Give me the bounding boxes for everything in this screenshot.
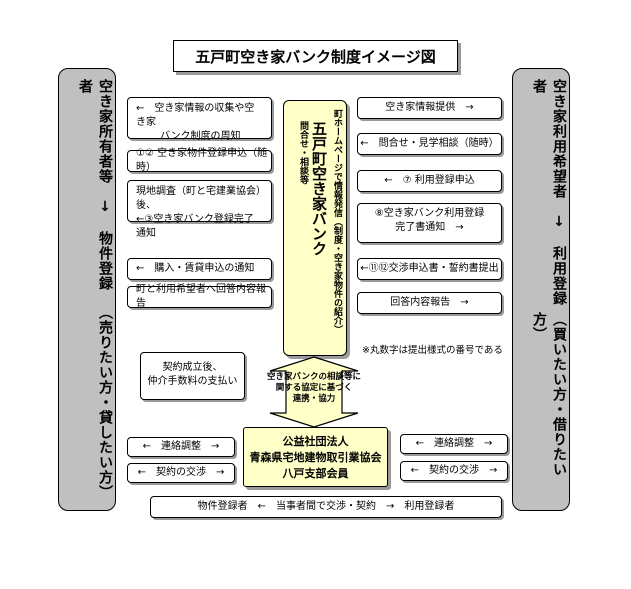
agreement-line1: 空き家バンクの相談等に xyxy=(267,372,361,382)
right-box-complete: ⑧空き家バンク利用登録 完了書通知 → xyxy=(357,203,502,243)
user-panel-subtitle: （買いたい方・借りたい方） xyxy=(531,312,567,478)
right-box-liaison-text: ← 連絡調整 → xyxy=(415,438,493,449)
page-title-text: 五戸町空き家バンク制度イメージ図 xyxy=(195,47,436,66)
bottom-negotiation-text: 物件登録者 ← 当事者間で交渉・契約 → 利用登録者 xyxy=(197,501,455,512)
association-line2: 青森県宅地建物取引業協会 xyxy=(249,451,382,464)
contract-fee-box: 契約成立後、 仲介手数料の支払い xyxy=(140,352,245,400)
bank-info-text: 町ホームページで情報発信（制度・空き家物件の紹介） xyxy=(332,109,342,334)
left-box-survey: 現地調査（町と宅建業協会）後、 ←③空き家バンク登録完了通知 xyxy=(127,180,272,239)
right-box-complete-line1: ⑧空き家バンク利用登録 xyxy=(374,208,485,219)
left-box-notice-line2: バンク制度の周知 xyxy=(160,131,241,142)
association-line3: 八戸支部会員 xyxy=(282,467,349,480)
owner-panel-subtitle: （売りたい方・貸したい方） xyxy=(97,305,113,501)
owner-panel-title: 空き家所有者等 ↓ 物件登録者 xyxy=(77,79,113,291)
left-box-contract-negotiation-text: ← 契約の交渉 → xyxy=(137,467,225,478)
contract-fee-line1: 契約成立後、 xyxy=(162,362,223,373)
right-box-info-text: 空き家情報提供 → xyxy=(385,102,474,113)
bank-description: 町ホームページで情報発信（制度・空き家物件の紹介） xyxy=(331,109,342,334)
footnote: ※丸数字は提出様式の番号である xyxy=(362,342,503,356)
left-box-purchase-notice-text: ← 購入・賃貸申込の通知 xyxy=(136,263,255,274)
left-box-survey-line2: ←③空き家バンク登録完了通知 xyxy=(136,214,254,239)
right-box-contract-negotiation: ← 契約の交渉 → xyxy=(400,461,508,481)
realtor-association-box: 公益社団法人 青森県宅地建物取引業協会 八戸支部会員 xyxy=(243,427,388,487)
bank-consult-text: 問合せ・相談等 xyxy=(298,121,308,184)
agreement-line3: 連携・協力 xyxy=(292,394,336,404)
left-box-liaison-text: ← 連絡調整 → xyxy=(142,441,220,452)
bank-name-text: 五戸町空き家バンク xyxy=(310,121,328,256)
left-box-survey-line1: 現地調査（町と宅建業協会）後、 xyxy=(136,186,261,211)
right-box-contract-negotiation-text: ← 契約の交渉 → xyxy=(410,465,498,476)
left-box-notice-line1: ← 空き家情報の収集や空き家 xyxy=(136,103,255,128)
bank-consult: 問合せ・相談等 xyxy=(297,121,308,184)
right-box-user-apply-text: ← ⑦ 利用登録申込 xyxy=(384,175,475,186)
right-box-inquiry: ← 問合せ・見学相談（随時） xyxy=(357,133,502,155)
agreement-text: 空き家バンクの相談等に 関する協定に基づく 連携・協力 xyxy=(256,372,372,405)
left-box-contract-negotiation: ← 契約の交渉 → xyxy=(127,463,235,483)
bottom-negotiation-bar: 物件登録者 ← 当事者間で交渉・契約 → 利用登録者 xyxy=(150,496,502,518)
left-box-register-apply: ①② 空き家物件登録申込（随時） xyxy=(127,148,272,173)
right-box-complete-line2: 完了書通知 → xyxy=(395,222,464,233)
association-line1: 公益社団法人 xyxy=(282,435,349,448)
left-box-register-apply-text: ①② 空き家物件登録申込（随時） xyxy=(136,148,268,173)
left-box-purchase-notice: ← 購入・賃貸申込の通知 xyxy=(127,258,272,280)
page-title: 五戸町空き家バンク制度イメージ図 xyxy=(173,40,458,72)
user-panel-title: 空き家利用希望者 ↓ 利用登録者 xyxy=(531,79,567,306)
left-box-report-text: 町と利用希望者へ回答内容報告 xyxy=(136,284,266,309)
right-box-report: 回答内容報告 → xyxy=(357,292,502,314)
right-box-negotiation: ←⑪⑫交渉申込書・誓約書提出 xyxy=(357,258,502,280)
right-box-negotiation-text: ←⑪⑫交渉申込書・誓約書提出 xyxy=(360,263,499,274)
owner-panel: 空き家所有者等 ↓ 物件登録者 （売りたい方・貸したい方） xyxy=(58,68,116,511)
footnote-text: ※丸数字は提出様式の番号である xyxy=(362,345,503,356)
bank-name: 五戸町空き家バンク xyxy=(309,121,329,256)
right-box-info: 空き家情報提供 → xyxy=(357,97,502,119)
right-box-report-text: 回答内容報告 → xyxy=(390,297,469,308)
right-box-user-apply: ← ⑦ 利用登録申込 xyxy=(357,170,502,192)
left-box-report: 町と利用希望者へ回答内容報告 xyxy=(127,284,272,309)
user-panel: 空き家利用希望者 ↓ 利用登録者 （買いたい方・借りたい方） xyxy=(512,68,570,511)
contract-fee-line2: 仲介手数料の支払い xyxy=(147,376,238,387)
agreement-line2: 関する協定に基づく xyxy=(275,383,353,393)
right-box-liaison: ← 連絡調整 → xyxy=(400,434,508,454)
right-box-inquiry-text: ← 問合せ・見学相談（随時） xyxy=(360,138,499,149)
left-box-liaison: ← 連絡調整 → xyxy=(127,437,235,457)
akiya-bank-box: 町ホームページで情報発信（制度・空き家物件の紹介） 五戸町空き家バンク 問合せ・… xyxy=(283,100,347,356)
left-box-notice: ← 空き家情報の収集や空き家 バンク制度の周知 xyxy=(127,97,272,142)
